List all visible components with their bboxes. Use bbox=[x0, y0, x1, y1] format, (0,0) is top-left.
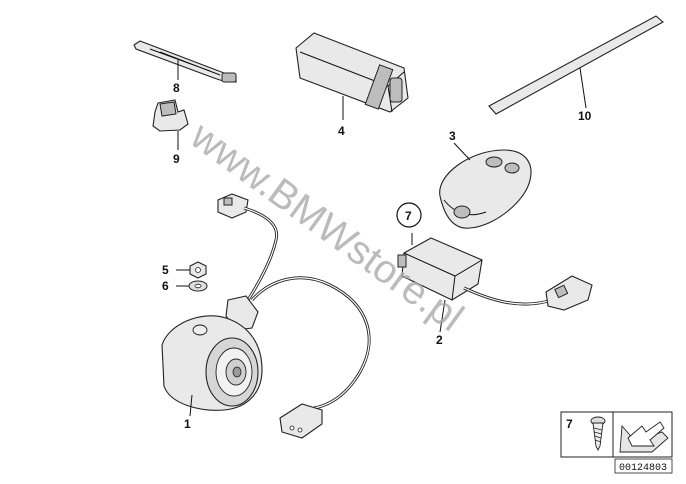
callout-8: 8 bbox=[173, 81, 180, 95]
arrow-icon bbox=[619, 421, 669, 453]
part-1-siren bbox=[161, 193, 371, 439]
part-4-battery-pack bbox=[295, 32, 409, 120]
callout-10: 10 bbox=[578, 109, 592, 123]
legend-box: 7 bbox=[560, 411, 673, 458]
part-2-control-unit bbox=[397, 233, 593, 333]
legend-number-7: 7 bbox=[566, 417, 573, 431]
callout-2: 2 bbox=[436, 333, 443, 347]
callout-4: 4 bbox=[338, 124, 345, 138]
callout-1: 1 bbox=[184, 417, 191, 431]
part-3-remote-key bbox=[439, 142, 532, 229]
doc-number-box bbox=[614, 458, 673, 474]
circle-callout-7 bbox=[396, 202, 422, 228]
part-5-nut bbox=[176, 261, 207, 279]
part-10-strip bbox=[488, 15, 664, 115]
circle-callout-7-label: 7 bbox=[405, 209, 412, 223]
part-6-washer bbox=[176, 280, 208, 292]
doc-number: 00124803 bbox=[619, 463, 667, 474]
screw-icon bbox=[590, 416, 606, 452]
callout-3: 3 bbox=[449, 129, 456, 143]
watermark: www.BMWstore.pl bbox=[182, 113, 471, 340]
part-8-cable-tie bbox=[133, 40, 237, 83]
callout-9: 9 bbox=[173, 152, 180, 166]
callout-5: 5 bbox=[162, 263, 169, 277]
part-9-clip bbox=[152, 99, 189, 150]
callout-6: 6 bbox=[162, 279, 169, 293]
